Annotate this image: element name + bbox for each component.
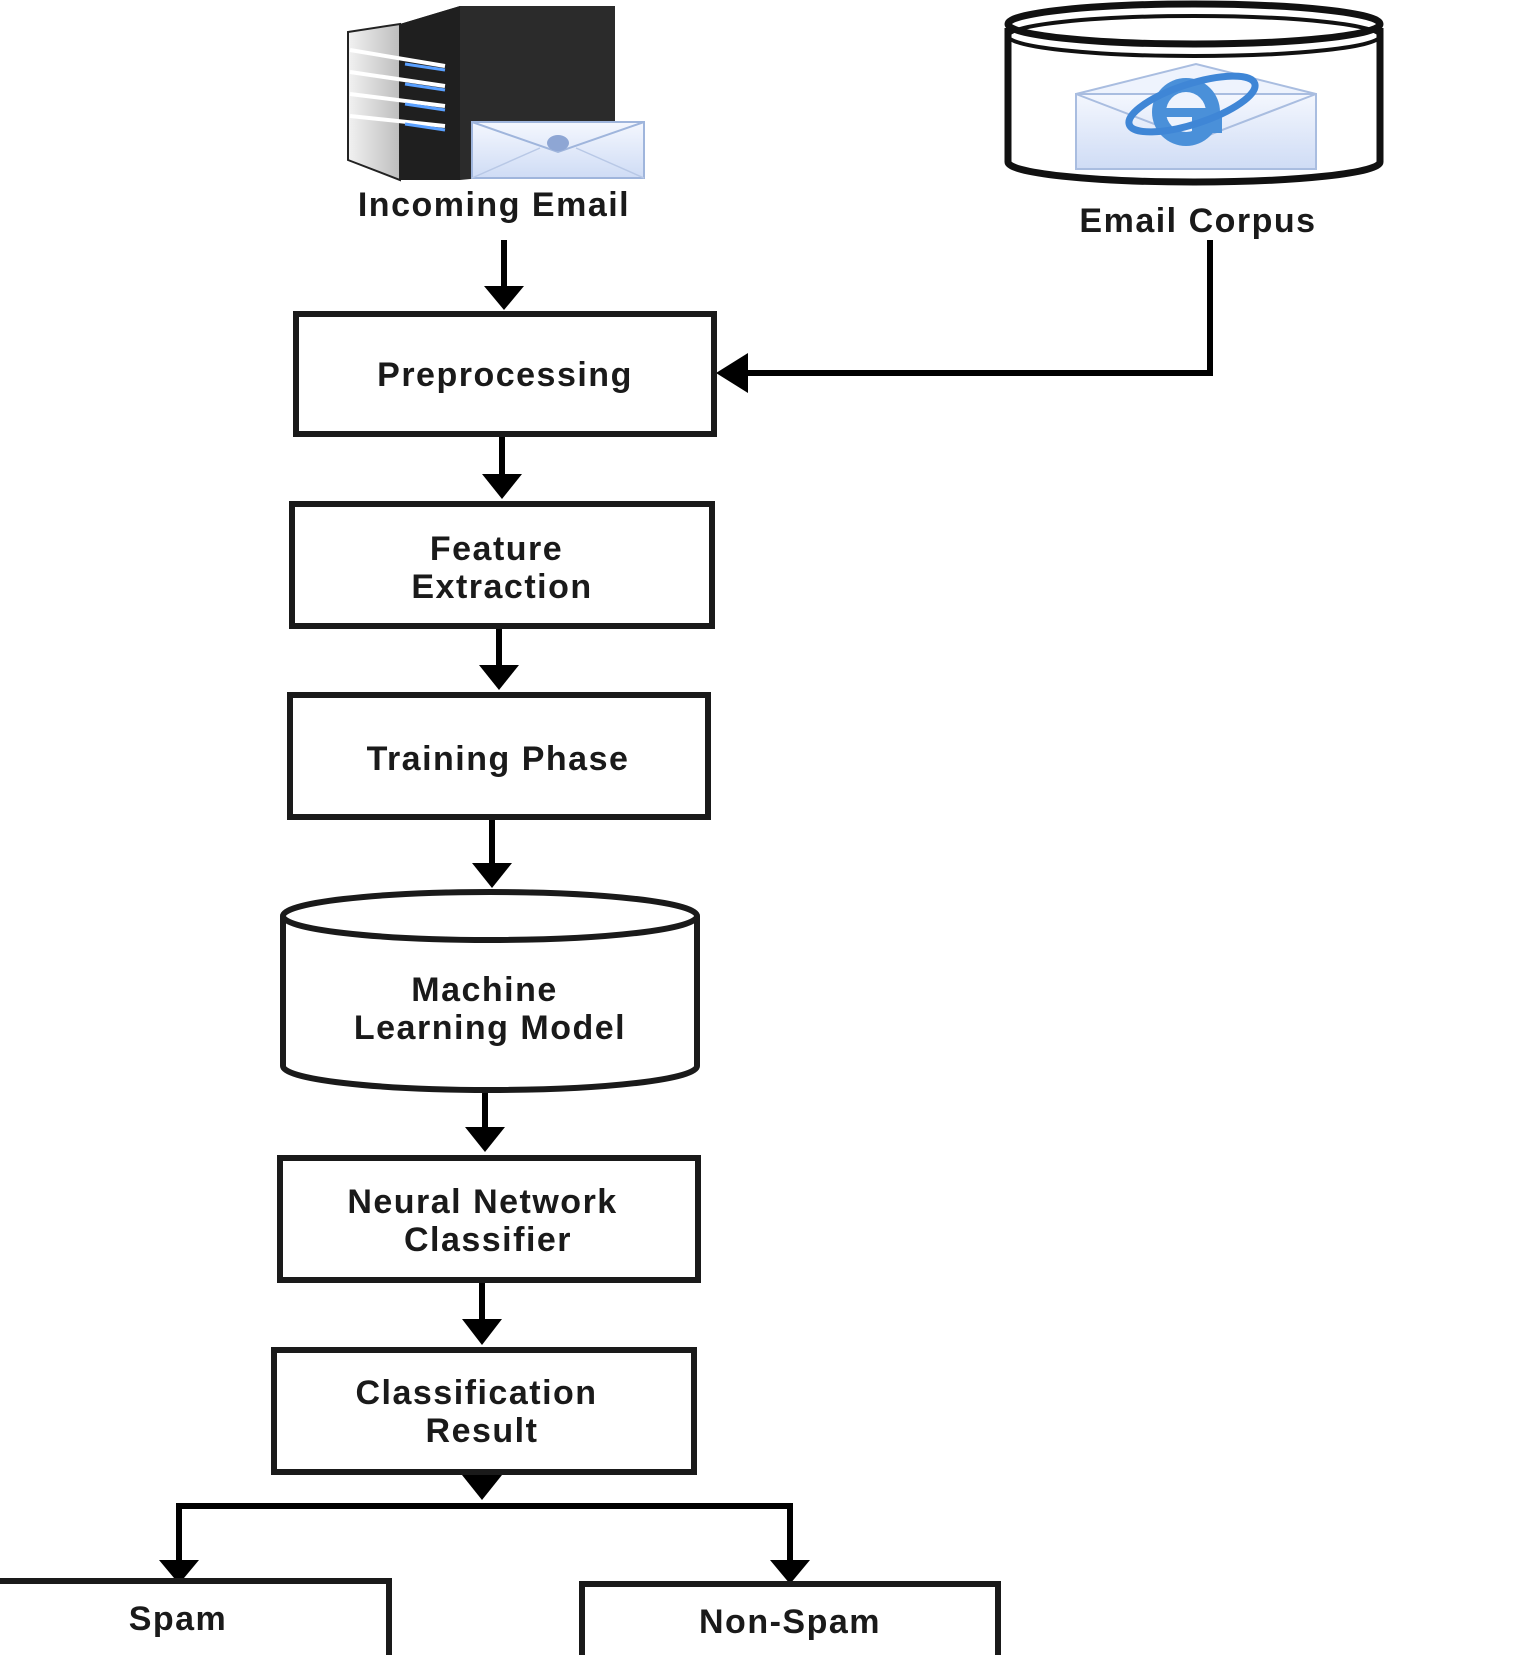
feature-extraction-label: Feature Extraction xyxy=(411,530,592,606)
feature-extraction-box xyxy=(289,501,715,629)
classification-result-box xyxy=(271,1347,697,1475)
preprocessing-box xyxy=(293,311,717,437)
edge-result-split xyxy=(176,1503,793,1565)
nn-classifier-label: Neural Network Classifier xyxy=(347,1183,628,1259)
arrowhead xyxy=(465,1127,505,1152)
arrowhead xyxy=(484,286,524,310)
classification-result-label: Classification Result xyxy=(355,1374,608,1450)
arrowhead xyxy=(716,353,748,393)
ie-logo-icon xyxy=(1125,72,1259,146)
arrowhead xyxy=(462,1319,502,1345)
arrowhead xyxy=(479,665,519,690)
email-corpus-label: Email Corpus xyxy=(1079,202,1316,240)
connectors xyxy=(159,240,1213,1584)
arrowhead xyxy=(770,1560,810,1584)
database-with-email-icon xyxy=(1004,0,1384,186)
server-with-envelope-icon xyxy=(347,6,645,182)
neural-network-classifier-box xyxy=(277,1155,701,1283)
arrowhead xyxy=(482,474,522,499)
ml-model-label: Machine Learning Model xyxy=(354,971,626,1047)
arrowhead xyxy=(472,863,512,888)
edge-corpus-preprocessing xyxy=(740,240,1213,376)
spam-box xyxy=(0,1578,392,1655)
non-spam-label: Non-Spam xyxy=(699,1603,881,1641)
training-phase-box xyxy=(287,692,711,820)
spam-label: Spam xyxy=(129,1600,228,1638)
arrowhead xyxy=(462,1475,502,1500)
machine-learning-model-cylinder xyxy=(280,889,700,1093)
non-spam-box xyxy=(579,1581,1001,1655)
training-phase-label: Training Phase xyxy=(367,740,630,778)
incoming-email-label: Incoming Email xyxy=(358,186,630,224)
arrowhead xyxy=(159,1560,199,1584)
preprocessing-label: Preprocessing xyxy=(377,356,633,394)
